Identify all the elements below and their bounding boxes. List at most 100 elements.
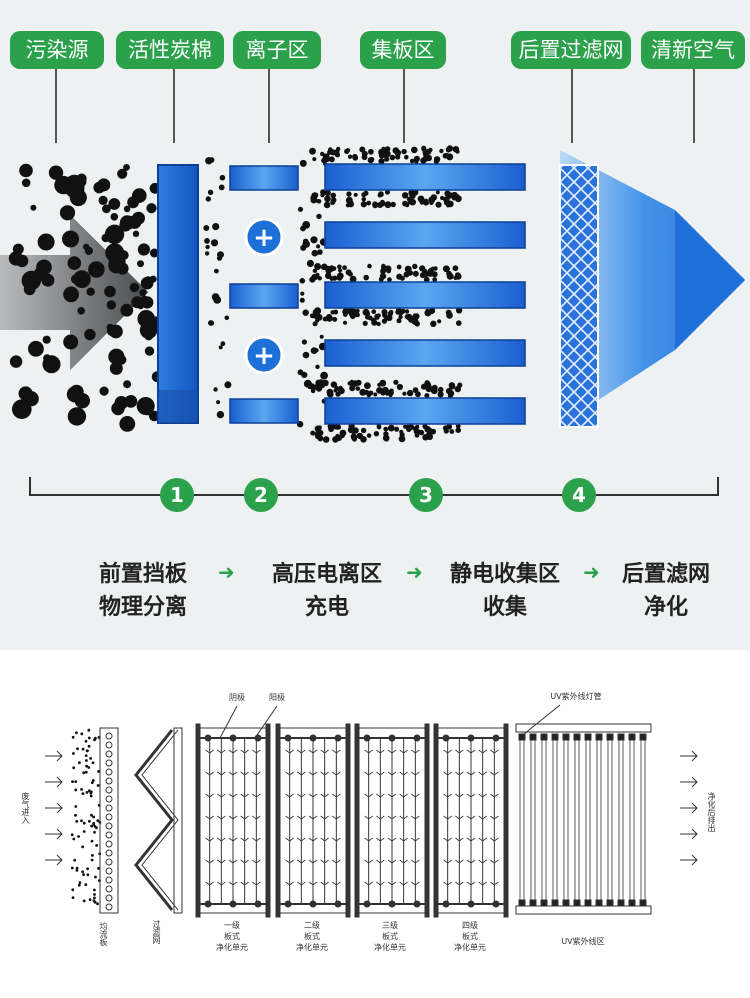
- corona-needle: [297, 815, 306, 820]
- corona-needle: [478, 771, 487, 776]
- particle: [89, 757, 92, 760]
- particle: [146, 203, 157, 214]
- particle: [325, 272, 332, 279]
- particle: [338, 268, 343, 273]
- corona-needle: [443, 793, 452, 798]
- particle: [427, 427, 433, 433]
- particle: [437, 386, 444, 393]
- uv-lamp-cap: [584, 899, 592, 907]
- particle: [309, 383, 316, 390]
- step-number-3: 3: [409, 478, 443, 512]
- stage-2-l1: 二级: [304, 921, 320, 930]
- particle: [104, 224, 125, 244]
- uv-lamp-cap: [595, 899, 603, 907]
- stage-1-l2: 板式: [224, 932, 240, 941]
- particle: [75, 866, 79, 870]
- particle: [37, 233, 55, 251]
- particle: [36, 259, 52, 276]
- uv-zone-label: UV紫外线区: [561, 937, 605, 946]
- particle: [84, 328, 96, 341]
- equalizer-hole: [105, 822, 113, 830]
- corona-needle: [387, 837, 397, 842]
- particle: [398, 314, 403, 320]
- particle: [381, 309, 388, 315]
- particle: [327, 392, 334, 398]
- particle: [389, 388, 394, 393]
- corona-needle: [217, 771, 226, 776]
- particle: [21, 178, 31, 188]
- particle: [129, 282, 140, 293]
- particle: [299, 159, 307, 167]
- particle: [371, 309, 377, 315]
- particle: [324, 189, 331, 197]
- collector-plate: [324, 163, 526, 191]
- particle: [111, 401, 125, 416]
- particle: [415, 424, 420, 430]
- corona-needle: [399, 837, 408, 842]
- corona-needle: [240, 881, 249, 886]
- corona-needle: [490, 815, 499, 820]
- corona-needle: [297, 881, 306, 886]
- particle: [384, 156, 390, 162]
- step-1-line2: 物理分离: [98, 595, 187, 620]
- corona-needle: [285, 881, 294, 886]
- particle: [387, 277, 392, 282]
- corona-needle: [399, 859, 408, 864]
- particle: [216, 410, 225, 419]
- corona-needle: [217, 881, 226, 886]
- particle: [424, 276, 429, 281]
- particle: [137, 310, 155, 328]
- particle: [87, 789, 91, 793]
- corona-needle: [228, 771, 238, 776]
- label-inlet: 废气进入: [21, 792, 30, 824]
- particle: [344, 148, 350, 154]
- particle: [85, 791, 89, 794]
- label-anode: 阳极: [269, 693, 285, 702]
- particle: [302, 351, 310, 359]
- particle: [322, 316, 328, 322]
- corona-needle: [364, 749, 373, 754]
- uv-lamp-cap: [606, 899, 614, 907]
- particle: [371, 319, 378, 326]
- particle: [96, 784, 100, 787]
- particle: [323, 201, 331, 209]
- particle: [90, 858, 94, 862]
- particle: [59, 205, 76, 221]
- particle: [334, 385, 339, 391]
- particle: [80, 732, 84, 736]
- particle: [446, 145, 454, 152]
- particle: [385, 203, 390, 208]
- particle: [352, 153, 358, 160]
- particle: [95, 844, 98, 847]
- particle: [366, 392, 371, 398]
- particle: [394, 426, 400, 432]
- particle: [99, 386, 109, 396]
- leader-line: [523, 704, 561, 735]
- particle: [325, 267, 332, 274]
- corona-needle: [285, 859, 294, 864]
- particle: [87, 744, 91, 748]
- particle: [408, 424, 415, 431]
- particle: [312, 321, 318, 327]
- inlet-arrow-icon: [45, 828, 63, 840]
- zigzag-filter: [134, 729, 174, 911]
- particle: [373, 392, 378, 397]
- particle: [91, 761, 95, 765]
- particle: [346, 191, 352, 197]
- stage-post: [265, 723, 271, 918]
- insulator: [492, 900, 500, 908]
- particle: [422, 383, 428, 389]
- corona-needle: [387, 793, 397, 798]
- particle: [96, 902, 99, 906]
- particle: [95, 826, 98, 830]
- corona-needle: [320, 771, 329, 776]
- corona-needle: [228, 749, 238, 754]
- particle: [334, 152, 341, 158]
- corona-needle: [387, 881, 397, 886]
- particle: [337, 272, 343, 278]
- particle: [415, 391, 421, 398]
- particle: [411, 318, 418, 325]
- particle: [218, 345, 223, 350]
- particle: [42, 355, 61, 374]
- particle: [208, 157, 215, 163]
